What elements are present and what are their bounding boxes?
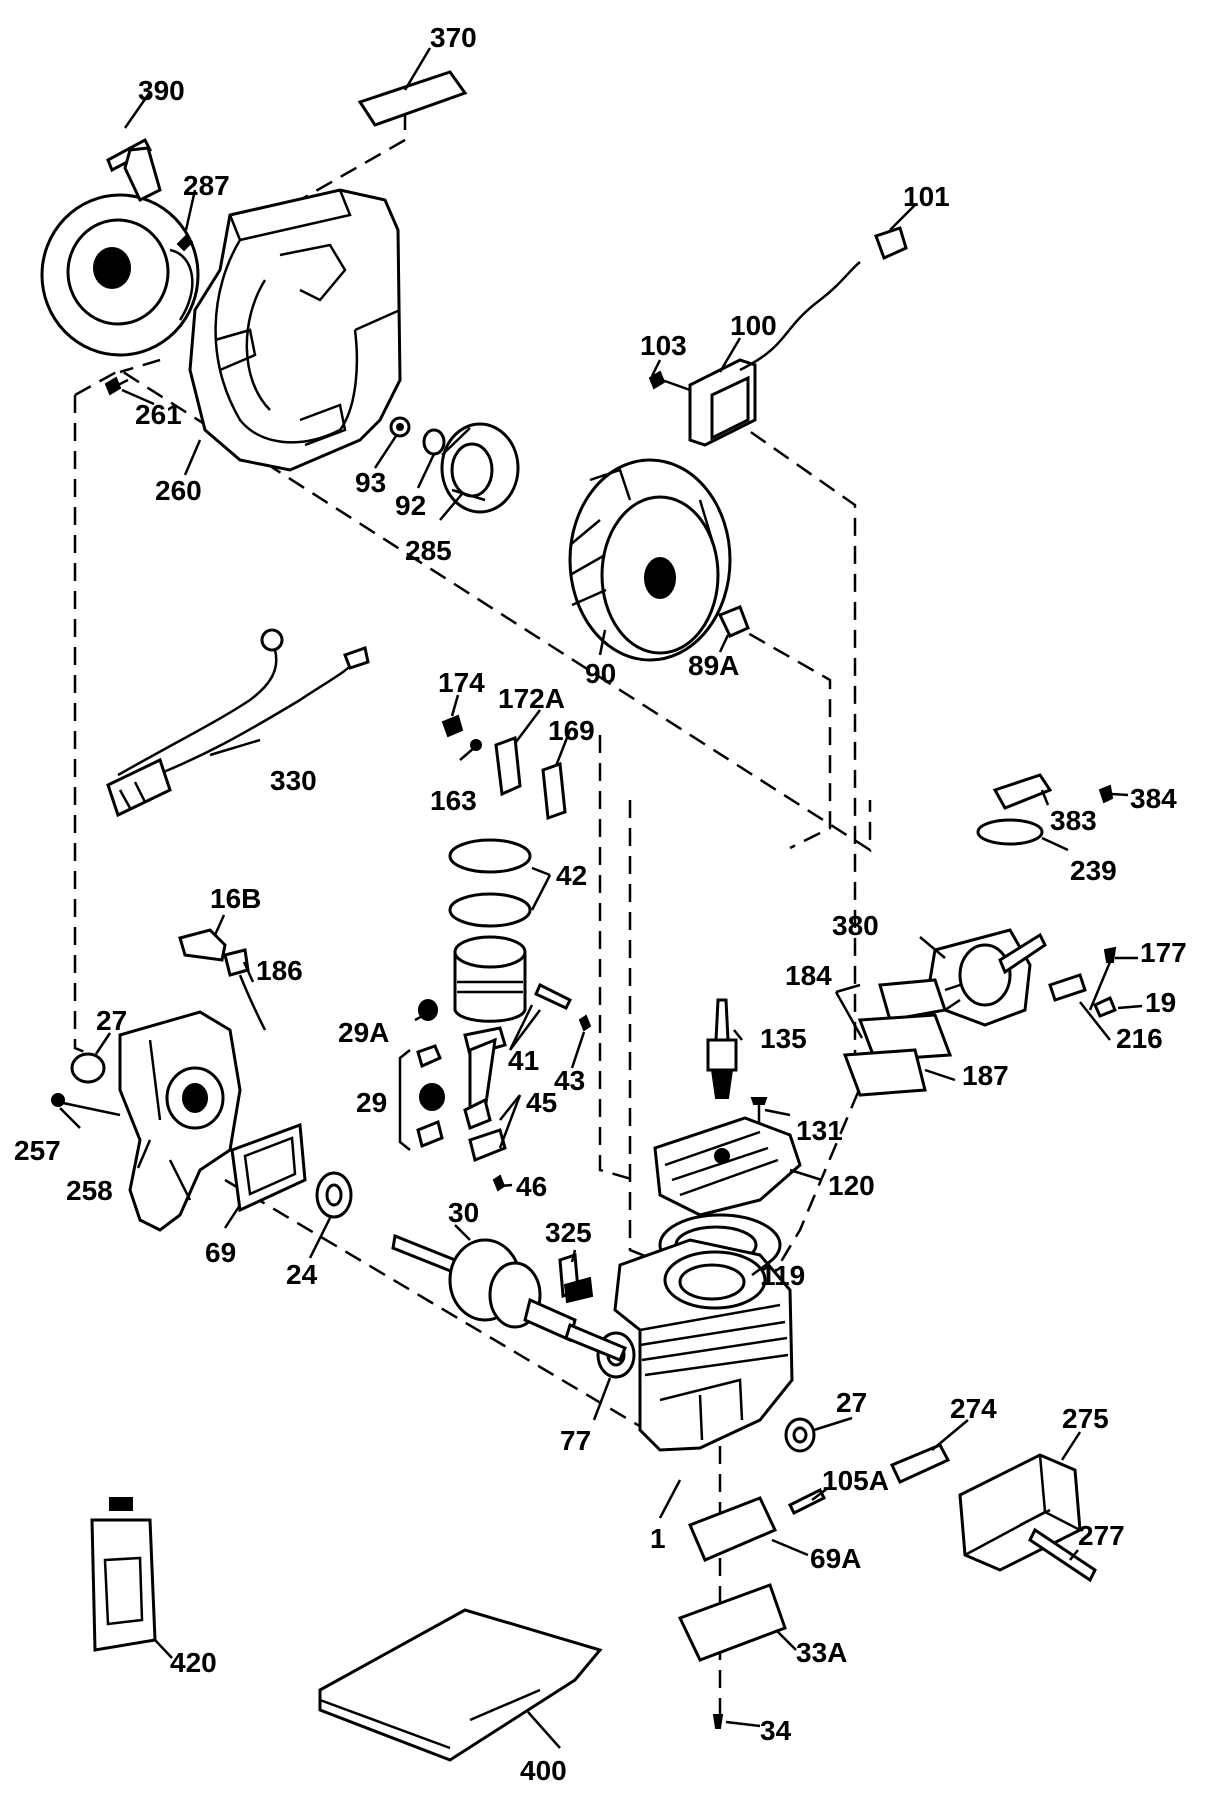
recoil-starter-part	[40, 137, 200, 357]
carb-adjust-parts	[1048, 946, 1117, 1018]
callout-383: 383	[1050, 805, 1097, 836]
callout-90: 90	[585, 658, 616, 689]
crankcase-cover-part	[51, 1010, 242, 1232]
callout-186: 186	[256, 955, 303, 986]
owners-manual-part	[318, 1608, 603, 1762]
callout-42: 42	[556, 860, 587, 891]
callout-46: 46	[516, 1171, 547, 1202]
callout-135: 135	[760, 1023, 807, 1054]
callout-285: 285	[405, 535, 452, 566]
callout-172A: 172A	[498, 683, 565, 714]
callout-287: 287	[183, 170, 230, 201]
spark-plug-part	[706, 998, 738, 1099]
blower-housing-part	[188, 188, 402, 472]
callout-174: 174	[438, 667, 485, 698]
starter-cup-parts	[389, 416, 520, 514]
callout-260: 260	[155, 475, 202, 506]
callout-34: 34	[760, 1715, 792, 1746]
callout-274: 274	[950, 1393, 997, 1424]
callout-29A: 29A	[338, 1017, 389, 1048]
callout-239: 239	[1070, 855, 1117, 886]
callout-325: 325	[545, 1217, 592, 1248]
callout-184: 184	[785, 960, 832, 991]
callout-187: 187	[962, 1060, 1009, 1091]
ignition-coil-part	[648, 226, 908, 447]
oil-bottle-part	[90, 1497, 157, 1652]
callout-119: 119	[760, 1260, 805, 1291]
callout-93: 93	[355, 467, 386, 498]
callout-77: 77	[560, 1425, 591, 1456]
bottom-cover-parts	[677, 1496, 787, 1729]
callout-384: 384	[1130, 783, 1177, 814]
gasket-small-parts	[441, 714, 567, 821]
wiring-harness-part	[106, 628, 370, 818]
callout-27-right: 27	[836, 1387, 867, 1418]
callout-163: 163	[430, 785, 477, 816]
key-part	[558, 1252, 594, 1304]
callout-92: 92	[395, 490, 426, 521]
callout-69: 69	[205, 1237, 236, 1268]
callout-103: 103	[640, 330, 687, 361]
carb-clamp-parts	[976, 773, 1114, 846]
callout-69A: 69A	[810, 1543, 861, 1574]
piston-assembly-part	[448, 838, 592, 1032]
crankcase-gasket-part	[230, 1122, 307, 1213]
callout-275: 275	[1062, 1403, 1109, 1434]
callout-400: 400	[520, 1755, 567, 1786]
muffler-parts	[889, 1443, 1097, 1583]
callout-258: 258	[66, 1175, 113, 1206]
callout-16B: 16B	[210, 883, 261, 914]
carburetor-part	[928, 928, 1047, 1027]
flywheel-part	[568, 458, 750, 662]
callout-29: 29	[356, 1087, 387, 1118]
callout-169: 169	[548, 715, 595, 746]
callout-177: 177	[1140, 937, 1187, 968]
decal-part	[357, 70, 468, 127]
intake-gasket-parts	[842, 978, 953, 1097]
callout-131: 131	[796, 1115, 843, 1146]
callout-216: 216	[1116, 1023, 1163, 1054]
callout-19: 19	[1145, 987, 1176, 1018]
callout-89A: 89A	[688, 650, 739, 681]
callout-330: 330	[270, 765, 317, 796]
callout-261: 261	[135, 399, 182, 430]
callout-105A: 105A	[822, 1465, 889, 1496]
cylinder-head-part	[653, 1116, 802, 1217]
seal-stud-parts	[784, 1417, 827, 1516]
callout-380: 380	[832, 910, 879, 941]
callout-leader-lines	[59, 47, 1143, 1749]
callout-390: 390	[138, 75, 185, 106]
callout-41: 41	[508, 1045, 539, 1076]
screw-parts	[104, 234, 194, 396]
callout-43: 43	[554, 1065, 585, 1096]
callout-labels: 370 390 287 101 103 100 261 260 93 92 28…	[14, 22, 1187, 1786]
callout-277: 277	[1078, 1520, 1125, 1551]
callout-24: 24	[286, 1259, 318, 1290]
crankshaft-part	[391, 1233, 627, 1362]
callout-45: 45	[526, 1087, 557, 1118]
callout-30: 30	[448, 1197, 479, 1228]
callout-33A: 33A	[796, 1637, 847, 1668]
callout-257: 257	[14, 1135, 61, 1166]
callout-100: 100	[730, 310, 777, 341]
callout-1: 1	[650, 1523, 666, 1554]
callout-120: 120	[828, 1170, 875, 1201]
callout-420: 420	[170, 1647, 217, 1678]
callout-370: 370	[430, 22, 477, 53]
callout-101: 101	[903, 181, 950, 212]
connecting-rod-part	[398, 999, 507, 1192]
engine-block-part	[613, 1238, 794, 1452]
callout-27-left: 27	[96, 1005, 127, 1036]
